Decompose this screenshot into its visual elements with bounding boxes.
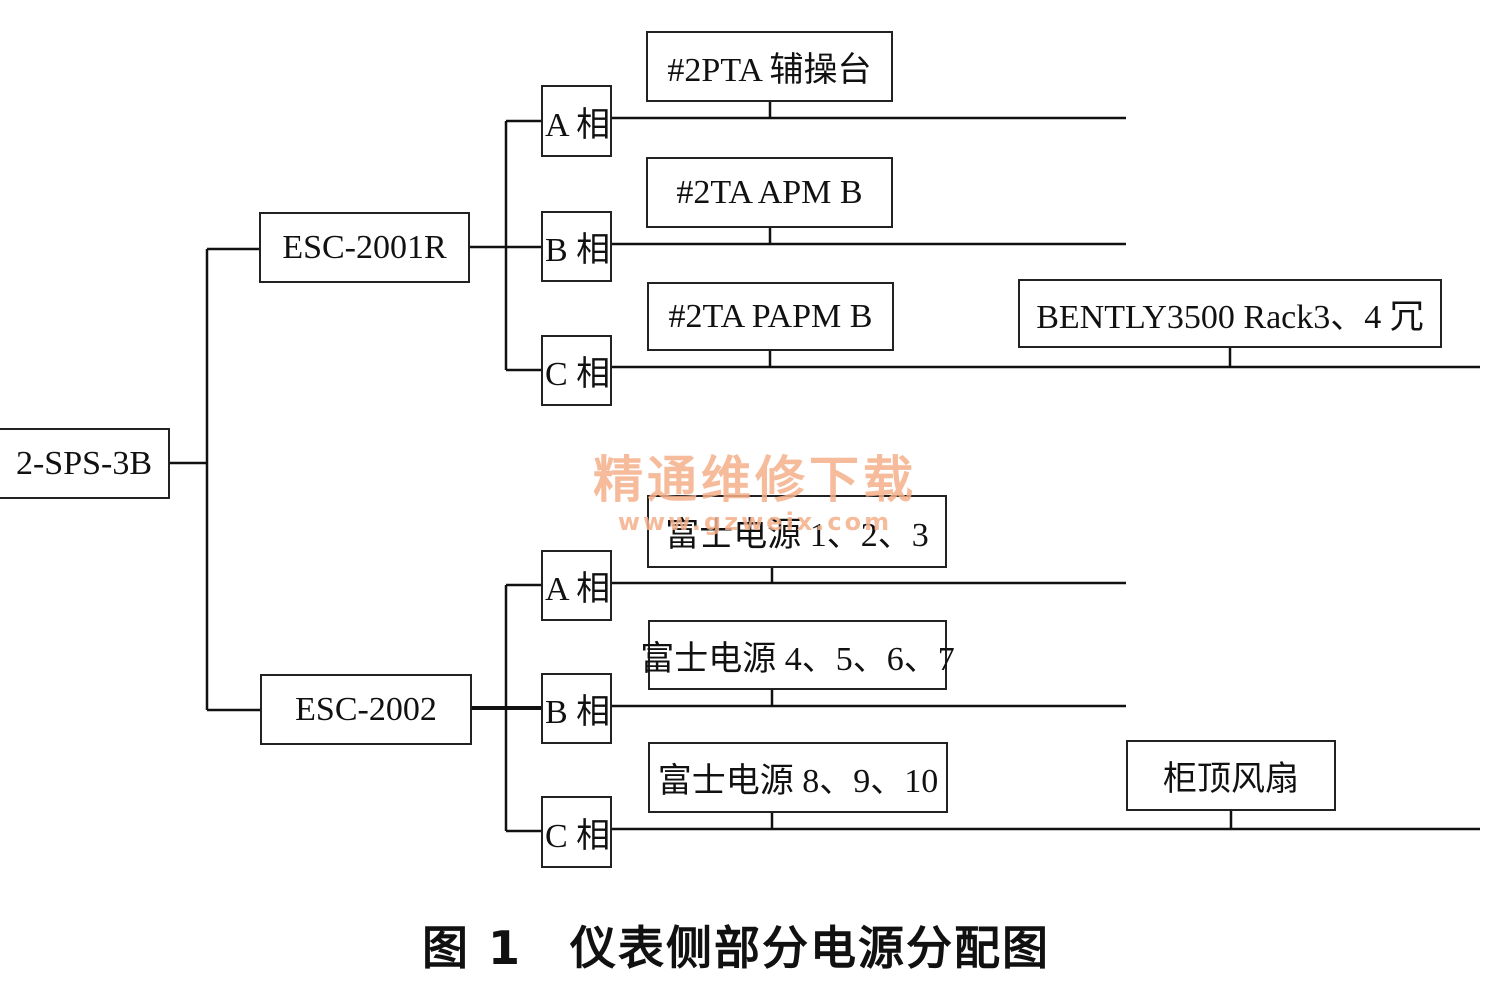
load-cabinet-top-fan: 柜顶风扇 bbox=[1126, 740, 1336, 811]
load-fuji-power-8-10: 富士电源 8、9、10 bbox=[648, 742, 948, 813]
load-bently3500-rack: BENTLY3500 Rack3、4 冗 bbox=[1018, 279, 1442, 348]
esc-bottom-box: ESC-2002 bbox=[260, 674, 472, 745]
top-phase-a-box: A 相 bbox=[541, 85, 612, 157]
bottom-phase-a-box: A 相 bbox=[541, 550, 612, 621]
load-2ta-apm-b: #2TA APM B bbox=[646, 157, 893, 228]
load-2ta-papm-b: #2TA PAPM B bbox=[647, 282, 894, 351]
load-fuji-power-4-7: 富士电源 4、5、6、7 bbox=[640, 620, 955, 690]
bottom-phase-c-box: C 相 bbox=[541, 796, 612, 868]
load-2pta-aux-console: #2PTA 辅操台 bbox=[646, 31, 893, 102]
figure-caption: 图 1 仪表侧部分电源分配图 bbox=[421, 921, 1051, 975]
root-source-box: 2-SPS-3B bbox=[0, 428, 170, 499]
top-phase-b-box: B 相 bbox=[541, 211, 612, 282]
load-fuji-power-1-3: 富士电源 1、2、3 bbox=[647, 495, 947, 568]
bottom-phase-b-box: B 相 bbox=[541, 673, 612, 744]
top-phase-c-box: C 相 bbox=[541, 335, 612, 406]
esc-top-box: ESC-2001R bbox=[259, 212, 470, 283]
